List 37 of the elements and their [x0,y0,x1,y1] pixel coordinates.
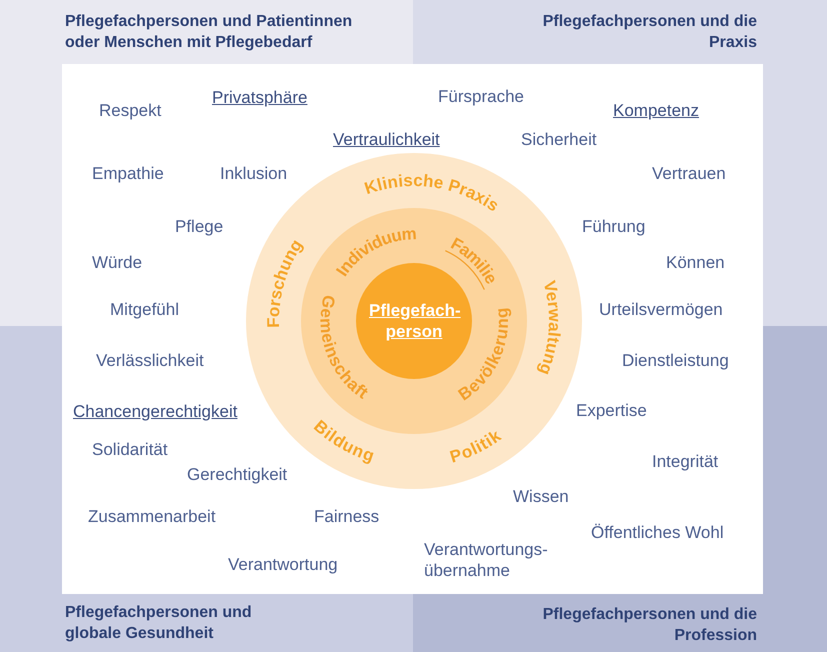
value-word: Expertise [576,400,647,421]
value-word: Solidarität [92,439,168,460]
value-word: Führung [582,216,646,237]
value-word: Mitgefühl [110,299,179,320]
quadrant-panel [0,594,413,652]
value-word: Fürsprache [438,86,524,107]
value-word: Integrität [652,451,718,472]
quadrant-heading: Pflegefachpersonen und Patientinnen oder Menschen mit Pflegebedarf [65,12,354,53]
linked-keyword: Vertraulichkeit [333,129,440,150]
quadrant-panel [413,594,827,652]
value-word: Würde [92,252,142,273]
linked-keyword: Kompetenz [613,100,699,121]
value-word: Respekt [99,100,162,121]
value-word: Inklusion [220,163,288,184]
value-word: Öffentliches Wohl [591,522,724,543]
value-word: Fairness [314,506,380,527]
value-word: Verantwortung [228,554,338,575]
linked-keyword: Privatsphäre [212,87,308,108]
quadrant-heading: Pflegefachpersonen und die Profession [542,605,757,646]
value-word: Wissen [513,486,569,507]
value-word: Dienstleistung [622,350,729,371]
value-word: Zusammenarbeit [88,506,216,527]
quadrant-heading: Pflegefachpersonen und die Praxis [542,12,757,53]
value-word: Sicherheit [521,129,597,150]
value-word: Gerechtigkeit [187,464,288,485]
value-word: Pflege [175,216,224,237]
value-word: Können [666,252,725,273]
linked-keyword: Chancengerechtigkeit [73,401,238,422]
value-word: Verlässlichkeit [96,350,204,371]
value-word: Vertrauen [652,163,726,184]
value-word: Verantwortungs- übernahme [424,539,549,581]
center-label: Pflegefach- person [369,300,459,341]
quadrant-panel [0,0,413,64]
quadrant-heading: Pflegefachpersonen und globale Gesundheit [65,603,253,644]
quadrant-panel [413,0,827,64]
value-word: Urteilsvermögen [599,299,723,320]
value-word: Empathie [92,163,164,184]
